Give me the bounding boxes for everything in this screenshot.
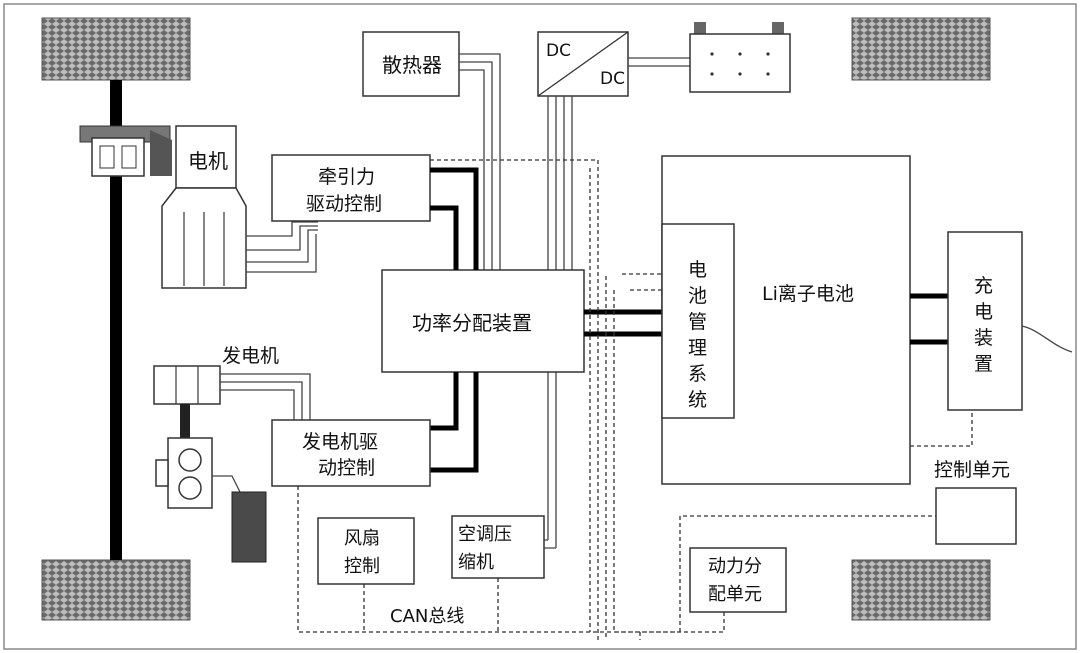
generator-drive-control-box [271, 419, 431, 487]
tire-rear-right [851, 559, 991, 621]
fan-ctrl-line2: 控制 [344, 556, 380, 577]
ac-wires [544, 539, 556, 549]
bms-char-3: 管 [688, 311, 707, 333]
bms-char-5: 系 [688, 363, 707, 385]
bus-generator-power [430, 372, 479, 473]
dc-top-label: DC [546, 41, 571, 61]
generator-box [153, 365, 221, 405]
bms-char-1: 电 [688, 259, 707, 281]
charger-char-4: 置 [974, 353, 993, 375]
bms-char-4: 理 [688, 337, 707, 359]
bms-box [661, 223, 735, 419]
gen-ctrl-line1: 发电机驱 [302, 431, 378, 453]
charger-char-2: 电 [974, 301, 993, 323]
tire-rear-left [41, 559, 191, 621]
traction-drive-control-box [271, 154, 431, 222]
ac-line1: 空调压 [458, 524, 512, 545]
generator-wires [220, 373, 311, 420]
dc-to-battery12-wires [628, 57, 690, 67]
axle [110, 80, 122, 560]
fuel-tank [231, 491, 267, 563]
auxiliary-battery [689, 22, 791, 93]
bms-label: 电 池 管 理 系 统 [688, 259, 707, 411]
radiator-box [362, 31, 460, 97]
charger-char-1: 充 [974, 275, 993, 297]
motor-label: 电机 [188, 149, 228, 173]
dc-dc-converter [537, 31, 629, 97]
bms-char-6: 统 [688, 389, 707, 411]
gen-ctrl-line2: 动控制 [318, 457, 375, 479]
bus-power-bms [584, 309, 662, 337]
radiator-label: 散热器 [382, 53, 442, 77]
fan-ctrl-line1: 风扇 [344, 528, 380, 549]
bms-char-2: 池 [688, 285, 707, 307]
generator-label: 发电机 [222, 345, 279, 367]
charger-box [947, 231, 1023, 411]
motor-wires [246, 221, 318, 273]
power-distribution-label: 功率分配装置 [412, 311, 532, 335]
tire-front-left [41, 17, 191, 81]
power-dist-unit-box [689, 547, 787, 613]
power-unit-line1: 动力分 [708, 556, 762, 577]
tire-front-right [851, 17, 991, 81]
control-unit-box [935, 487, 1017, 545]
power-distribution-box [381, 269, 585, 373]
charger-char-3: 装 [974, 327, 993, 349]
battery-label: Li离子电池 [762, 283, 854, 305]
outer-frame [3, 3, 1077, 650]
dc-bottom-label: DC [600, 69, 625, 89]
generator-shaft [180, 404, 190, 440]
traction-ctrl-line1: 牵引力 [318, 166, 375, 188]
can-bus-label: CAN总线 [390, 606, 464, 627]
can-bus-lines [297, 159, 973, 640]
radiator-pipes [459, 53, 501, 270]
traction-ctrl-line2: 驱动控制 [306, 193, 382, 215]
bus-traction-power [430, 167, 479, 270]
power-unit-line2: 配单元 [708, 584, 762, 605]
engine-to-fuel-line [212, 475, 241, 493]
charger-label: 充 电 装 置 [974, 275, 993, 375]
fan-control-box [317, 517, 415, 585]
gearbox [79, 125, 172, 177]
charger-plug-cable [1021, 325, 1073, 353]
ac-line2: 缩机 [458, 552, 494, 573]
bus-battery-charger [910, 293, 948, 345]
control-unit-label: 控制单元 [934, 459, 1010, 481]
engine-shape [155, 437, 213, 509]
motor-shape [161, 125, 247, 289]
ac-compressor-box [451, 515, 545, 579]
